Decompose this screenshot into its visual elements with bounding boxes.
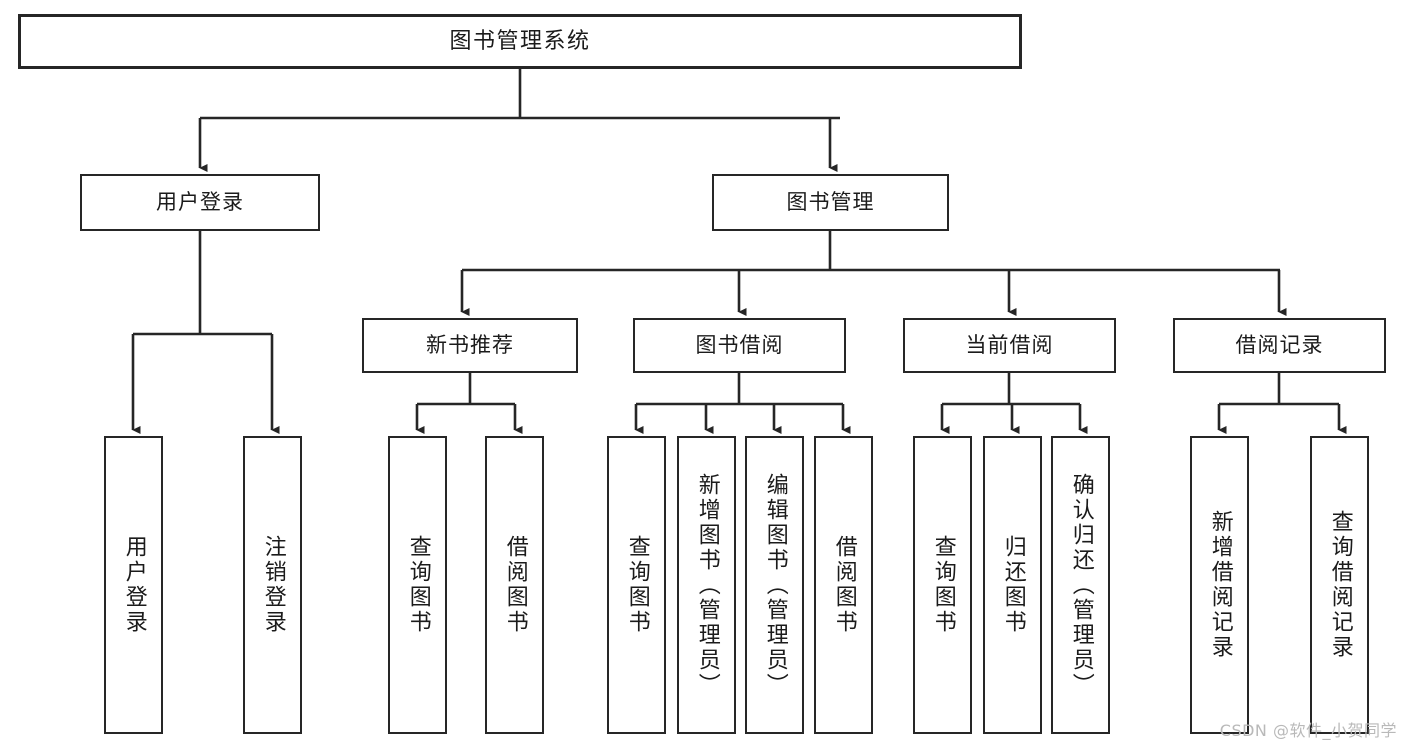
leaf-borrow-books-recommend[interactable]: 借阅图书 [485,436,544,734]
node-borrow-records[interactable]: 借阅记录 [1173,318,1386,373]
leaf-query-borrow-record[interactable]: 查询借阅记录 [1310,436,1369,734]
leaf-label: 借阅图书 [502,535,528,635]
node-current-borrow[interactable]: 当前借阅 [903,318,1116,373]
leaf-confirm-return-admin[interactable]: 确认归还（管理员） [1051,436,1110,734]
node-new-book-recommend[interactable]: 新书推荐 [362,318,578,373]
leaf-label: 确认归还（管理员） [1068,472,1094,698]
node-new-book-recommend-label: 新书推荐 [426,333,514,358]
node-root-label: 图书管理系统 [449,28,591,54]
csdn-watermark: CSDN @软件_小贺同学 [1219,721,1397,740]
node-root[interactable]: 图书管理系统 [18,14,1022,69]
node-current-borrow-label: 当前借阅 [965,333,1054,358]
node-borrow-records-label: 借阅记录 [1235,333,1324,358]
leaf-query-books-recommend[interactable]: 查询图书 [388,436,447,734]
leaf-label: 借阅图书 [831,535,857,635]
leaf-query-books-borrow[interactable]: 查询图书 [607,436,666,734]
leaf-label: 查询图书 [930,535,956,635]
leaf-return-books[interactable]: 归还图书 [983,436,1042,734]
leaf-label: 查询图书 [624,535,650,635]
node-book-borrow-label: 图书借阅 [695,333,784,358]
leaf-label: 归还图书 [1000,535,1026,635]
leaf-label: 用户登录 [121,535,147,635]
leaf-add-book-admin[interactable]: 新增图书（管理员） [677,436,736,734]
node-user-login-label: 用户登录 [156,190,244,215]
leaf-label: 查询图书 [405,535,431,635]
node-book-borrow[interactable]: 图书借阅 [633,318,846,373]
leaf-label: 编辑图书（管理员） [762,472,788,698]
leaf-label: 新增借阅记录 [1207,510,1233,660]
leaf-edit-book-admin[interactable]: 编辑图书（管理员） [745,436,804,734]
leaf-query-books-current[interactable]: 查询图书 [913,436,972,734]
leaf-logout[interactable]: 注销登录 [243,436,302,734]
leaf-label: 查询借阅记录 [1327,510,1353,660]
leaf-label: 新增图书（管理员） [694,472,720,698]
leaf-add-borrow-record[interactable]: 新增借阅记录 [1190,436,1249,734]
leaf-borrow-books[interactable]: 借阅图书 [814,436,873,734]
leaf-user-login[interactable]: 用户登录 [104,436,163,734]
node-book-management-label: 图书管理 [786,190,875,215]
leaf-label: 注销登录 [260,535,286,635]
node-book-management[interactable]: 图书管理 [712,174,949,231]
node-user-login[interactable]: 用户登录 [80,174,320,231]
